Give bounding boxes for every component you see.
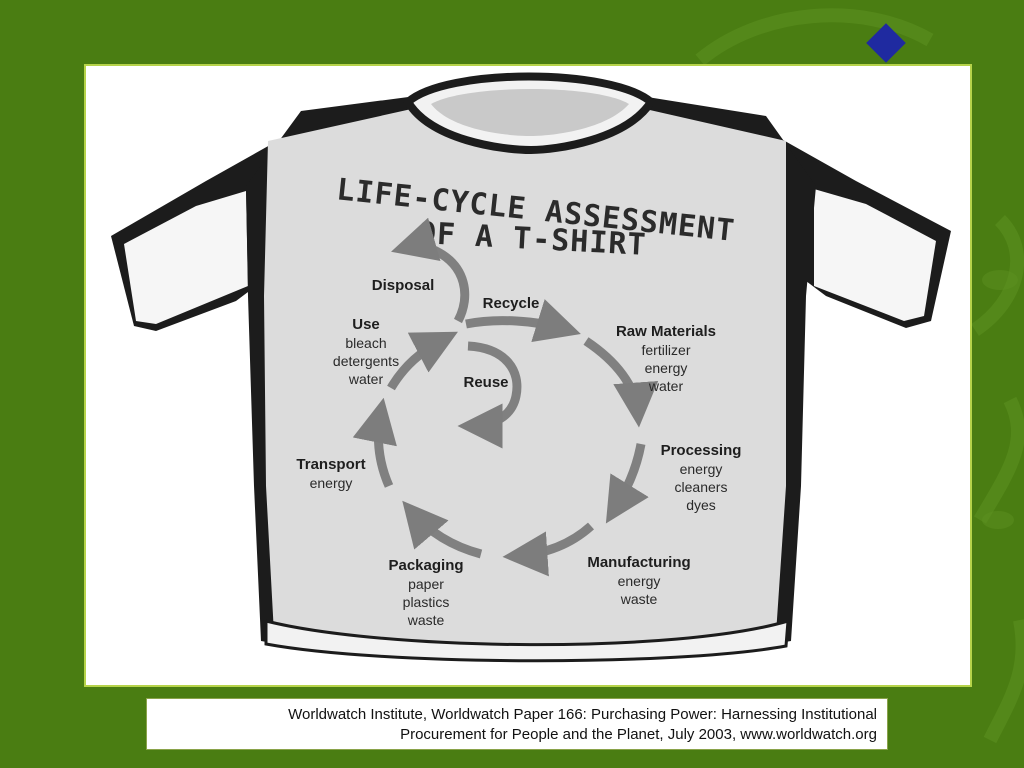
- stage-transport-heading: Transport: [296, 456, 366, 473]
- stage-use-item: bleach: [345, 335, 387, 351]
- stage-use-heading: Use: [352, 316, 380, 333]
- stage-recycle-heading: Recycle: [482, 295, 540, 312]
- arrow-processing-to-manufacturing: [605, 443, 649, 524]
- stage-use-item: water: [348, 371, 384, 387]
- stage-raw-materials-item: water: [648, 378, 684, 394]
- citation-line: Worldwatch Institute, Worldwatch Paper 1…: [288, 706, 877, 723]
- stage-processing-item: cleaners: [674, 479, 728, 495]
- stage-processing-item: dyes: [686, 497, 716, 513]
- stage-processing-heading: Processing: [660, 442, 742, 459]
- stage-packaging: Packaging paper plastics waste: [366, 557, 486, 629]
- stage-disposal: Disposal: [358, 277, 448, 295]
- stage-use: Use bleach detergents water: [316, 316, 416, 388]
- stage-recycle: Recycle: [466, 295, 556, 313]
- stage-raw-materials-item: energy: [644, 360, 688, 376]
- stage-manufacturing: Manufacturing energy waste: [564, 554, 714, 608]
- stage-processing: Processing energy cleaners dyes: [641, 442, 761, 514]
- arrow-disposal: [391, 217, 470, 324]
- stage-manufacturing-heading: Manufacturing: [587, 554, 691, 571]
- stage-raw-materials: Raw Materials fertilizer energy water: [591, 323, 741, 395]
- citation-line: Procurement for People and the Planet, J…: [400, 726, 877, 743]
- arrow-recycle-to-raw-materials: [465, 299, 581, 343]
- tshirt-diagram-image: LIFE-CYCLE ASSESSMENT OF A T-SHIRT Dispo…: [84, 64, 972, 687]
- citation-textbox: Worldwatch Institute, Worldwatch Paper 1…: [146, 698, 888, 750]
- stage-packaging-item: plastics: [402, 594, 450, 610]
- arrow-transport-to-use: [352, 397, 397, 488]
- stage-transport-item: energy: [309, 475, 353, 491]
- stage-packaging-heading: Packaging: [388, 557, 464, 574]
- stage-reuse: Reuse: [451, 374, 521, 392]
- arrow-reuse: [457, 341, 522, 449]
- stage-processing-item: energy: [679, 461, 723, 477]
- stage-disposal-heading: Disposal: [371, 277, 435, 294]
- stage-manufacturing-item: waste: [620, 591, 658, 607]
- stage-raw-materials-item: fertilizer: [641, 342, 691, 358]
- stage-reuse-heading: Reuse: [463, 374, 509, 391]
- arrow-packaging-to-transport: [402, 500, 483, 559]
- arrow-use-to-recycle: [387, 331, 458, 391]
- arrow-manufacturing-to-packaging: [502, 522, 595, 577]
- stage-packaging-item: paper: [408, 576, 444, 592]
- stage-packaging-item: waste: [407, 612, 445, 628]
- stage-use-item: detergents: [332, 353, 400, 369]
- arrow-raw-materials-to-processing: [583, 337, 659, 428]
- tshirt-illustration: LIFE-CYCLE ASSESSMENT OF A T-SHIRT: [111, 72, 951, 663]
- stage-raw-materials-heading: Raw Materials: [615, 323, 717, 340]
- stage-manufacturing-item: energy: [617, 573, 661, 589]
- stage-transport: Transport energy: [281, 456, 381, 492]
